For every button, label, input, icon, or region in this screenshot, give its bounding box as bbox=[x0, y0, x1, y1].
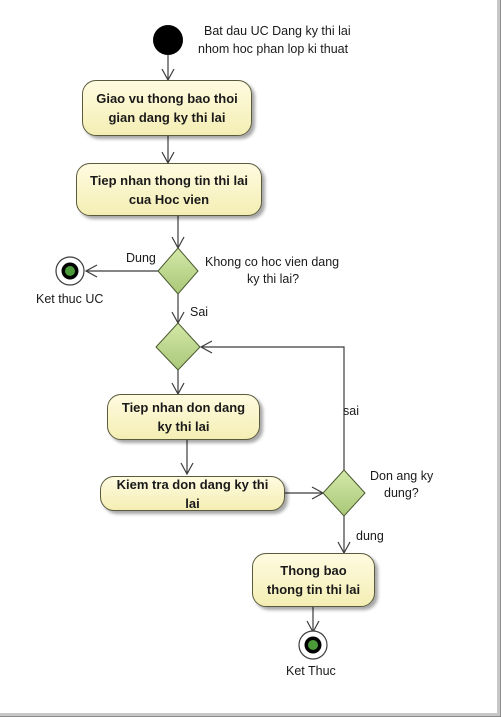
start-note-line2: nhom hoc phan lop ki thuat bbox=[198, 42, 349, 56]
action-announce-label: Giao vu thong bao thoi gian dang ky thi … bbox=[96, 91, 238, 125]
decision1-question-line1: Khong co hoc vien dang bbox=[205, 255, 340, 269]
end-node bbox=[298, 630, 328, 660]
action-receive-form-label: Tiep nhan don dang ky thi lai bbox=[121, 400, 246, 434]
decision2-question-line2: dung? bbox=[384, 486, 419, 500]
action-receive-form: Tiep nhan don dang ky thi lai bbox=[107, 394, 260, 440]
decision1-diamond bbox=[157, 247, 199, 295]
end-uc-label: Ket thuc UC bbox=[36, 292, 104, 306]
start-note-line1: Bat dau UC Dang ky thi lai bbox=[204, 24, 351, 38]
start-node bbox=[153, 25, 183, 55]
decision2-question-line1: Don ang ky bbox=[370, 469, 434, 483]
merge-diamond bbox=[155, 322, 201, 371]
end-uc-node bbox=[55, 256, 85, 286]
edge-decision2-loop-to-merge bbox=[199, 340, 345, 470]
decision2-diamond bbox=[322, 469, 366, 517]
action-announce: Giao vu thong bao thoi gian dang ky thi … bbox=[82, 80, 252, 136]
decision1-no-label: Sai bbox=[190, 305, 209, 319]
action-receive-info: Tiep nhan thong tin thi lai cua Hoc vien bbox=[76, 163, 262, 216]
decision1-yes-label: Dung bbox=[126, 251, 156, 265]
decision1-question-line2: ky thi lai? bbox=[247, 272, 300, 286]
decision2-no-label: sai bbox=[343, 404, 359, 418]
action-check-form-label: Kiem tra don dang ky thi lai bbox=[116, 476, 269, 511]
action-check-form: Kiem tra don dang ky thi lai bbox=[100, 476, 285, 511]
action-notify-label: Thong bao thong tin thi lai bbox=[266, 563, 361, 597]
end-label: Ket Thuc bbox=[286, 664, 336, 678]
action-receive-info-label: Tiep nhan thong tin thi lai cua Hoc vien bbox=[90, 172, 248, 207]
action-notify: Thong bao thong tin thi lai bbox=[252, 553, 375, 607]
decision2-yes-label: dung bbox=[356, 529, 384, 543]
